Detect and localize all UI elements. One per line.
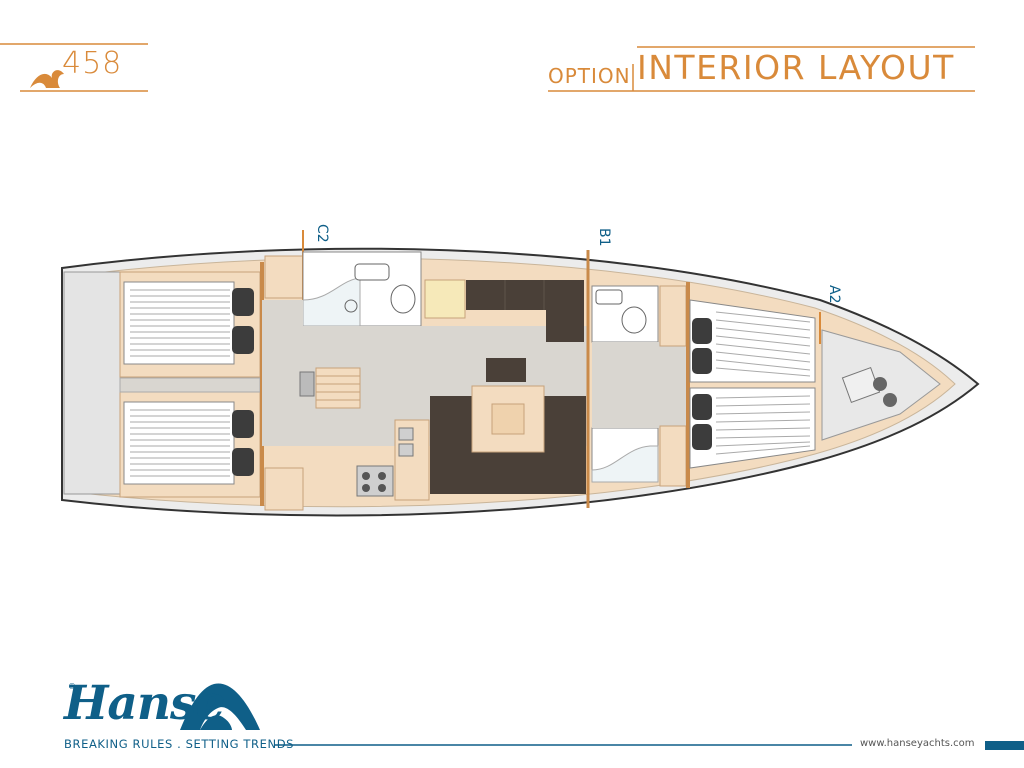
saloon-dinette [430, 358, 586, 494]
marker-b1-label: B1 [596, 228, 612, 247]
wardrobe-fwd-port [659, 285, 687, 347]
brand-tagline: BREAKING RULES . SETTING TRENDS [64, 737, 295, 751]
footer-accent-bar [985, 741, 1024, 750]
aft-head [302, 251, 422, 327]
wardrobe-fwd-starboard [659, 425, 687, 487]
stern-platform [63, 271, 121, 495]
wardrobe-aft-port [264, 255, 304, 299]
brand-wordmark: Hanse [64, 676, 225, 731]
model-number: 458 [62, 46, 123, 81]
forward-lobby [592, 342, 688, 428]
registered-mark: ® [68, 682, 76, 691]
galley [356, 419, 430, 501]
forward-cabin [689, 299, 816, 469]
option-label: OPTION [548, 64, 631, 88]
forward-head-port [591, 285, 659, 343]
marker-c2-label: C2 [314, 224, 330, 243]
aft-cabin-port [119, 271, 261, 378]
companionway-steps [299, 367, 361, 409]
aft-cabin-starboard [119, 391, 261, 498]
aft-corridor [119, 377, 261, 393]
marker-a2-label: A2 [826, 285, 842, 303]
page-title: INTERIOR LAYOUT [637, 48, 955, 87]
hanse-wave-logo [180, 683, 260, 730]
website-link[interactable]: www.hanseyachts.com [860, 738, 975, 749]
forward-head-starboard [591, 427, 659, 483]
settee-port [466, 280, 584, 342]
wardrobe-aft-starboard [264, 467, 304, 511]
anchor-locker [821, 329, 941, 441]
chart-table [424, 279, 466, 319]
wave-logo-small [30, 70, 64, 88]
